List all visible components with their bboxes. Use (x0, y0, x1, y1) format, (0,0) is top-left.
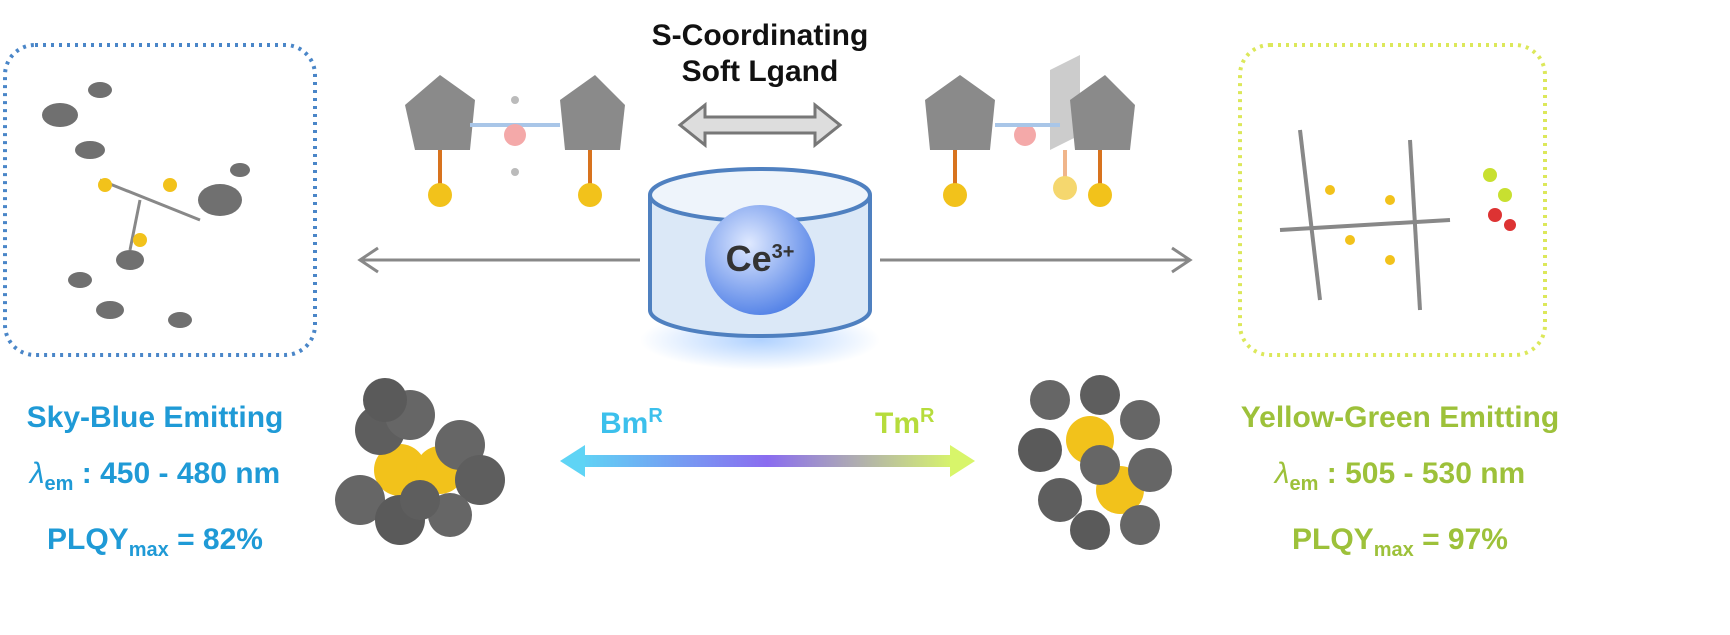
right-lambda: λem : 505 - 530 nm (1220, 446, 1580, 512)
right-space-filling-model (1018, 375, 1172, 550)
lambda-range: : 450 - 480 nm (73, 457, 281, 490)
ce-label: Ce3+ (710, 238, 810, 280)
ce-cylinder (640, 167, 880, 370)
title-line2: Soft Lgand (681, 55, 839, 88)
right-crystal-structure (1279, 129, 1516, 311)
right-arrow (880, 246, 1193, 274)
lambda-range: : 505 - 530 nm (1318, 457, 1526, 490)
ce-ion-sphere (705, 205, 815, 315)
right-ligand-sketch (925, 55, 1135, 207)
lambda-sub: em (1289, 473, 1319, 495)
lambda-symbol: λ (29, 457, 45, 490)
left-crystal-structure (42, 82, 250, 328)
tm-label: TmR (875, 405, 934, 441)
right-plqy: PLQYmax = 97% (1220, 512, 1580, 578)
lambda-sub: em (44, 473, 74, 495)
title-line1: S-Coordinating (651, 19, 869, 52)
left-emission-info: Sky-Blue Emitting λem : 450 - 480 nm PLQ… (10, 390, 300, 578)
plqy-sub: max (128, 539, 169, 561)
tm-base: Tm (875, 407, 920, 440)
plqy-label: PLQY (47, 523, 129, 556)
left-arrow (357, 246, 640, 274)
plqy-value: = 97% (1413, 523, 1508, 556)
plqy-label: PLQY (1292, 523, 1374, 556)
left-space-filling-model (335, 378, 505, 545)
right-emission-info: Yellow-Green Emitting λem : 505 - 530 nm… (1220, 390, 1580, 578)
right-structure-frame (1238, 43, 1547, 357)
ligand-title: S-Coordinating Soft Lgand (600, 18, 920, 90)
ce-charge: 3+ (771, 241, 795, 263)
bm-label: BmR (600, 405, 663, 441)
gradient-double-arrow (560, 445, 975, 477)
bm-sup: R (648, 405, 663, 427)
right-title: Yellow-Green Emitting (1240, 401, 1560, 434)
left-ligand-sketch (405, 75, 625, 207)
left-title: Sky-Blue Emitting (26, 401, 284, 434)
tm-sup: R (920, 405, 935, 427)
left-lambda: λem : 450 - 480 nm (10, 446, 300, 512)
plqy-value: = 82% (168, 523, 263, 556)
left-structure-frame (3, 43, 317, 357)
lambda-symbol: λ (1274, 457, 1290, 490)
bm-base: Bm (600, 407, 649, 440)
left-plqy: PLQYmax = 82% (10, 512, 300, 578)
double-arrow-icon (677, 101, 843, 149)
plqy-sub: max (1373, 539, 1414, 561)
ce-element: Ce (725, 238, 772, 279)
